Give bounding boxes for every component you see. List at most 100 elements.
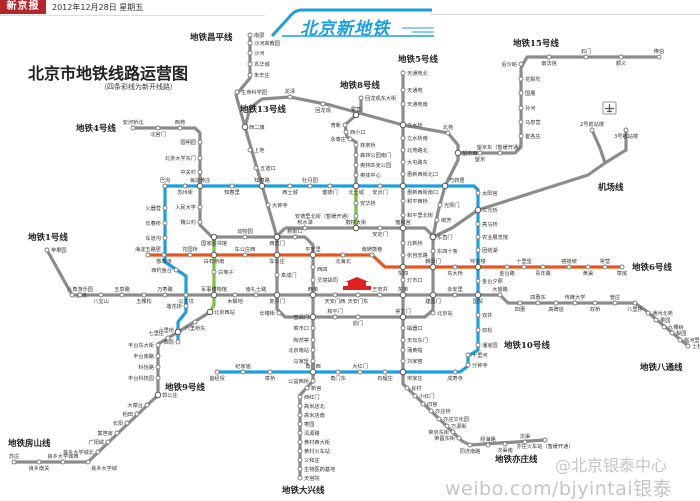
station[interactable]: 牡丹园 [302, 176, 318, 189]
station[interactable]: 回龙观东大街 [358, 94, 396, 102]
station[interactable] [196, 182, 204, 190]
station[interactable]: 长春桥 [145, 219, 168, 227]
station[interactable]: 团结湖 [475, 246, 498, 254]
station[interactable]: 青年路 [535, 264, 552, 277]
station[interactable]: 九棵树 [661, 323, 684, 331]
station[interactable]: 国展 [518, 90, 535, 97]
station[interactable]: 北京站 [430, 309, 453, 317]
station[interactable]: 果园 [653, 317, 670, 324]
station[interactable]: 望京东（暂缓开通） [477, 143, 524, 156]
station[interactable]: 土桥 [685, 342, 700, 350]
station[interactable]: 阜成门 [274, 271, 297, 279]
station[interactable]: 梨园 [669, 329, 686, 337]
station[interactable]: 南邵 [247, 31, 264, 39]
station[interactable]: 安河桥北 [123, 118, 145, 131]
station[interactable] [474, 263, 482, 271]
station[interactable]: 荣京东街 [428, 428, 456, 436]
station[interactable]: 大望路 [492, 285, 509, 298]
station[interactable]: 天宫院 [297, 474, 320, 482]
station[interactable]: 义和庄 [297, 456, 320, 464]
station[interactable]: 西局 [164, 339, 181, 346]
station[interactable]: 丰台南路 [133, 352, 161, 360]
station[interactable]: 北苑路北 [400, 146, 429, 154]
station[interactable]: 沙河 [247, 49, 264, 57]
station[interactable]: 天通苑南 [400, 100, 428, 108]
station[interactable] [399, 313, 407, 321]
station[interactable]: 安定门 [372, 225, 388, 238]
station[interactable]: 次渠南 [497, 441, 513, 454]
station[interactable]: 稻田 [123, 410, 140, 418]
station[interactable] [399, 368, 407, 376]
station[interactable]: 惠新西街北口 [400, 170, 438, 178]
station[interactable]: 八角游乐园 [67, 285, 93, 298]
station[interactable]: 健德门 [322, 183, 338, 196]
station[interactable]: 黄村火车站 [297, 447, 330, 455]
station[interactable]: 积水潭 [297, 218, 313, 231]
station[interactable] [441, 182, 449, 190]
station[interactable]: 长阳 [113, 419, 130, 427]
station[interactable] [474, 291, 482, 299]
station[interactable] [399, 224, 407, 232]
station[interactable]: 长椿街 [259, 309, 282, 317]
station[interactable]: 黄渠 [583, 264, 593, 277]
station[interactable]: 南锣鼓巷 [362, 245, 384, 258]
station[interactable]: 草桥 [265, 369, 276, 382]
station[interactable]: 南礼士路 [246, 285, 268, 298]
station[interactable]: 天通苑 [400, 86, 423, 94]
station[interactable]: 3号航站楼 [614, 127, 638, 140]
station[interactable]: 金台夕照 [475, 277, 503, 285]
station[interactable]: 角门东 [330, 369, 346, 382]
station[interactable]: 潘家园 [475, 341, 498, 349]
station[interactable]: 亮马桥 [475, 220, 498, 228]
station[interactable]: 大葆台 [127, 401, 150, 409]
station[interactable]: 奥体中心 [353, 171, 381, 179]
station[interactable]: 和平西桥 [400, 197, 429, 205]
station[interactable]: 亦庄桥 [428, 407, 451, 415]
station[interactable]: 火器营 [145, 204, 168, 212]
station[interactable]: 沙河高教园 [247, 39, 280, 47]
station[interactable] [309, 313, 317, 321]
station[interactable]: 大钟寺 [265, 201, 288, 209]
station[interactable]: 育新 [331, 121, 348, 129]
station[interactable] [174, 328, 182, 336]
station[interactable]: 灵境胡同 [310, 276, 338, 284]
station[interactable]: 永泰庄 [330, 135, 353, 143]
station[interactable] [273, 291, 281, 299]
station[interactable]: 双井 [475, 311, 492, 319]
station[interactable]: 公益西桥 [288, 377, 316, 385]
station[interactable]: 安德里北街（暂缓开通） [295, 212, 359, 220]
station[interactable] [273, 251, 281, 259]
station[interactable]: 北海北 [335, 252, 352, 265]
station[interactable]: 莲花桥 [166, 302, 189, 310]
station[interactable] [474, 206, 482, 214]
station[interactable]: 俸伯 [654, 47, 664, 60]
station[interactable]: 生命科学园 [234, 88, 267, 96]
station[interactable]: 花园桥 [182, 245, 199, 258]
station[interactable]: 临河里 [677, 336, 700, 344]
station[interactable]: 万源街 [444, 422, 467, 430]
station[interactable]: 枣园 [297, 420, 314, 428]
station[interactable]: 磁器口 [400, 324, 423, 332]
station[interactable]: 永安里 [447, 285, 463, 298]
station[interactable]: 光熙门 [437, 201, 460, 209]
station[interactable]: 苏州街 [177, 183, 193, 196]
station[interactable]: 肖村 [404, 384, 421, 392]
station[interactable]: 清源路 [297, 429, 320, 437]
station[interactable]: 十里河 [465, 351, 488, 359]
station[interactable]: 车道沟 [145, 234, 168, 242]
station[interactable] [352, 182, 360, 190]
station[interactable]: 玉泉路 [114, 285, 131, 298]
station[interactable] [273, 233, 281, 241]
station[interactable]: 蒲黄榆 [400, 346, 423, 354]
station[interactable]: 丰台科技园 [128, 374, 161, 382]
station[interactable]: 新街口 [287, 227, 303, 240]
station[interactable]: 2号航站楼 [580, 120, 604, 133]
station[interactable] [399, 291, 407, 299]
station[interactable]: 慈寿寺 [156, 252, 172, 265]
station[interactable]: 西红门 [297, 393, 320, 401]
station[interactable]: 天坛东门 [400, 336, 428, 344]
station[interactable]: 七里庄 [148, 329, 171, 341]
station[interactable]: 西小口 [343, 128, 366, 136]
station[interactable] [454, 149, 462, 157]
station[interactable]: 菜市口 [293, 324, 316, 332]
